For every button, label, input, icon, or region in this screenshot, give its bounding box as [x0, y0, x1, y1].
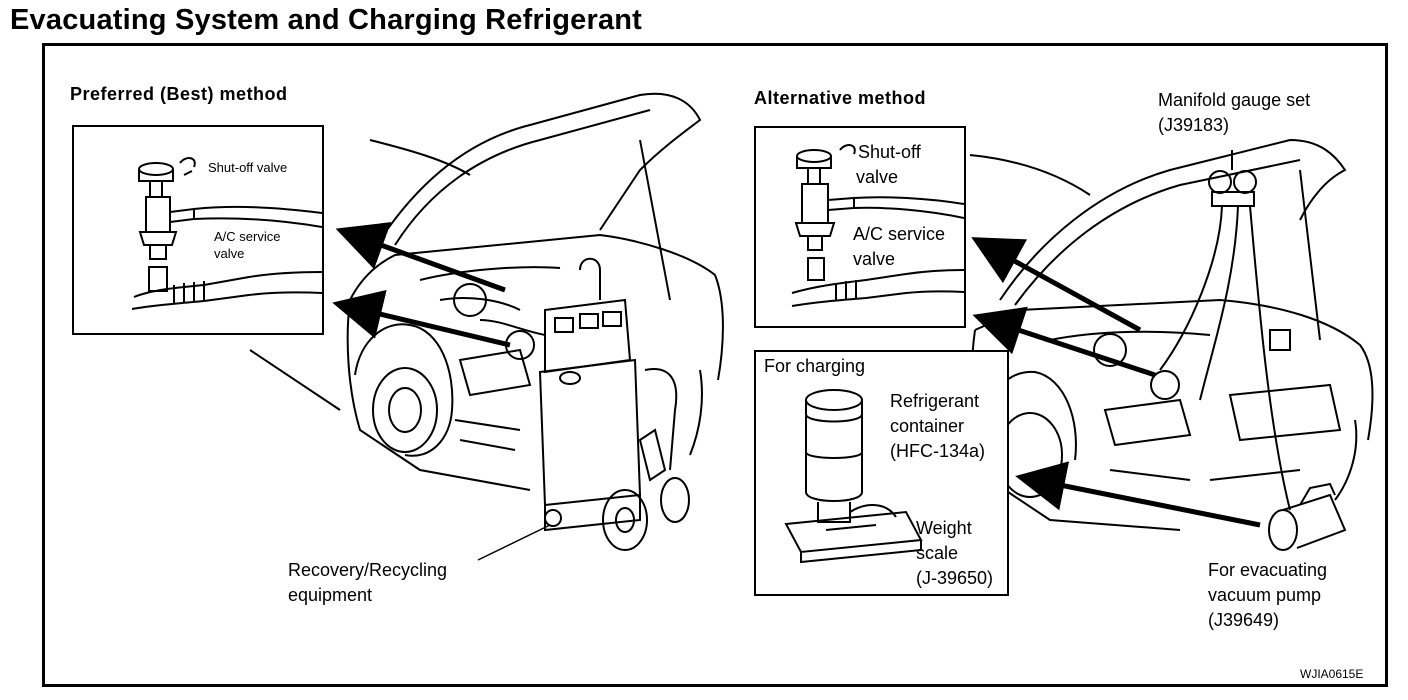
manifold-gauge-label-2: (J39183)	[1158, 115, 1230, 135]
manifold-gauge-set	[1159, 150, 1291, 511]
container-label-3: (HFC-134a)	[890, 441, 986, 461]
alternative-shutoff-valve-illustration	[791, 144, 964, 307]
vacuum-pump-label-2: vacuum pump	[1208, 585, 1322, 605]
vacuum-pump	[1268, 482, 1347, 551]
alternative-shutoff-valve-label-2: valve	[856, 167, 899, 187]
alternative-valve-detail-box: Shut-off valve A/C service valve	[754, 126, 966, 328]
diagram-frame	[42, 43, 1388, 687]
scale-label-2: scale	[916, 543, 959, 563]
right-arrow-upper	[971, 237, 1142, 333]
page-title: Evacuating System and Charging Refrigera…	[10, 4, 643, 36]
alternative-service-valve-label-2: valve	[853, 249, 896, 269]
scale-label-1: Weight	[916, 518, 972, 538]
container-label-1: Refrigerant	[890, 391, 980, 411]
preferred-service-valve-label-2: valve	[214, 246, 245, 261]
manifold-gauge-label-1: Manifold gauge set	[1158, 90, 1311, 110]
vacuum-pump-label-1: For evacuating	[1208, 560, 1328, 580]
container-label-2: container	[890, 416, 965, 436]
charging-heading: For charging	[764, 356, 866, 376]
recovery-equipment-label-1: Recovery/Recycling	[288, 560, 448, 580]
right-arrow-lower	[972, 306, 1156, 378]
preferred-shutoff-valve-label: Shut-off valve	[208, 160, 288, 175]
refrigerant-container-illustration	[784, 389, 923, 564]
left-arrow-lower	[332, 289, 511, 348]
shutoff-valve-illustration	[131, 157, 322, 310]
scale-label-3: (J-39650)	[916, 568, 994, 588]
alternative-method-heading: Alternative method	[754, 88, 927, 108]
left-arrow-upper	[335, 222, 506, 293]
vacuum-pump-label-3: (J39649)	[1208, 610, 1280, 630]
preferred-service-valve-label-1: A/C service	[214, 229, 281, 244]
left-car-illustration	[249, 92, 724, 491]
recovery-recycling-machine	[479, 257, 690, 551]
alternative-service-valve-label-1: A/C service	[853, 224, 946, 244]
charging-detail-box: For charging Refrigerant container (HFC-…	[754, 350, 1009, 596]
preferred-valve-detail-box: Shut-off valve A/C service valve	[72, 125, 324, 335]
alternative-shutoff-valve-label-1: Shut-off	[858, 142, 921, 162]
figure-code: WJIA0615E	[1300, 667, 1364, 681]
preferred-method-heading: Preferred (Best) method	[70, 84, 288, 104]
right-arrow-charging	[1015, 461, 1261, 528]
recovery-equipment-label-2: equipment	[288, 585, 373, 605]
